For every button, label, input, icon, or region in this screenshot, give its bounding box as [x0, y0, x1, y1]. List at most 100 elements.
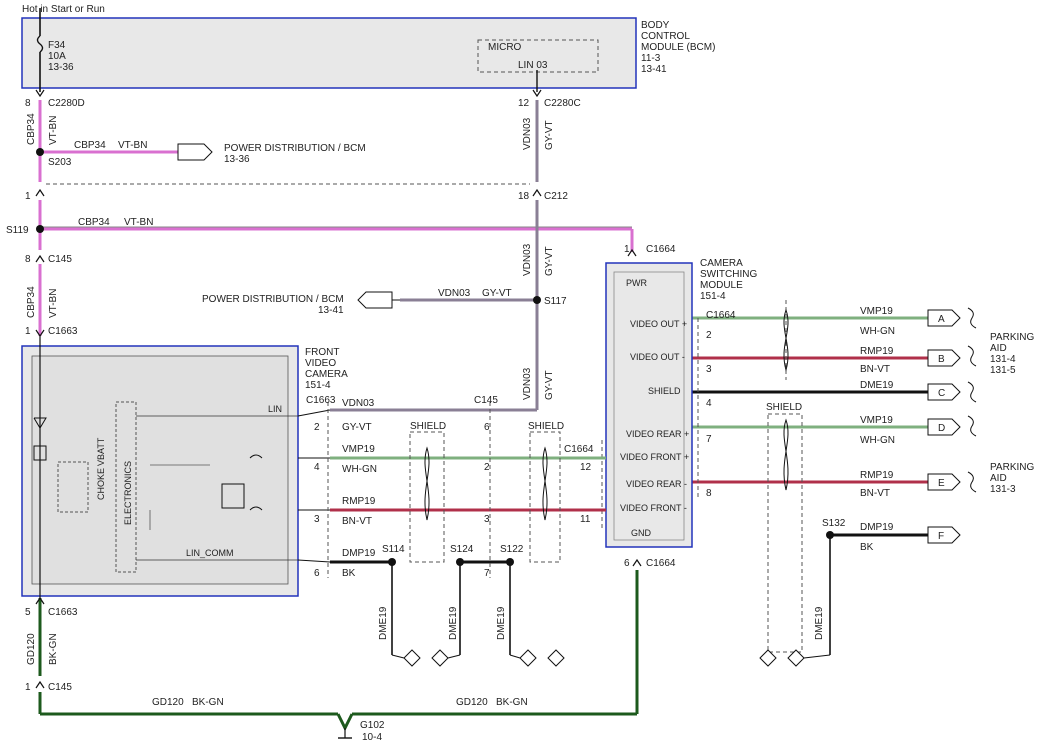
c212-label: C212	[544, 191, 568, 202]
c145-pin-vmp: 2	[484, 462, 490, 473]
camera-switching-module: PWR VIDEO OUT + VIDEO OUT - SHIELD VIDEO…	[588, 258, 757, 548]
camera-pin-lin: 2	[314, 422, 320, 433]
csm-pin-video-out-n: VIDEO OUT -	[630, 352, 685, 362]
parking-aid-1-line1: PARKING	[990, 332, 1034, 343]
csm-inner	[613, 271, 685, 541]
bcm-name-2: CONTROL	[641, 31, 690, 42]
output-b-label: B	[938, 354, 945, 365]
whgn-horiz-3: WH-GN	[860, 435, 895, 446]
bcm-box	[21, 17, 637, 89]
drain-end-6-icon	[787, 649, 805, 667]
s132-label: S132	[822, 518, 846, 529]
csm-pin-shield: SHIELD	[648, 386, 681, 396]
bcm-name-1: BODY	[641, 20, 670, 31]
output-a-label: A	[938, 314, 945, 325]
dme19-vert-4: DME19	[814, 606, 825, 640]
csm-name-3: MODULE	[700, 280, 743, 291]
dme19-vert-1: DME19	[378, 606, 389, 640]
power-distribution-flags: POWER DISTRIBUTION / BCM 13-36 POWER DIS…	[177, 143, 400, 316]
c2280c-pin: 12	[518, 98, 530, 109]
csm-pin-3: 3	[706, 364, 712, 375]
fuse-internal-icon	[33, 445, 47, 461]
vmp19-horiz-2: VMP19	[860, 306, 893, 317]
csm-name-4: 151-4	[700, 291, 726, 302]
csm-pin-11: 11	[580, 514, 591, 525]
drain-end-5-icon	[759, 649, 777, 667]
c145-top-pin: 8	[25, 254, 31, 265]
shield-label-2: SHIELD	[528, 421, 564, 432]
c212-mark-right	[532, 188, 542, 197]
output-a-icon	[927, 309, 961, 327]
bk-horiz-1: BK	[342, 568, 356, 579]
gyvt-horiz-1: GY-VT	[482, 288, 512, 299]
vtbn-horiz-1: VT-BN	[118, 140, 147, 151]
c145-bottom-mark	[35, 680, 45, 689]
camera-lin-label: LIN	[268, 404, 282, 414]
c1664-pwr-label: C1664	[646, 244, 676, 255]
c1663-top-pin: 1	[25, 326, 31, 337]
csm-pin-7: 7	[706, 434, 712, 445]
power-dist-1-flag-icon	[177, 143, 213, 161]
c145-top-label: C145	[48, 254, 72, 265]
c212-pin-left: 1	[25, 191, 31, 202]
c1663-top-label: C1663	[48, 326, 78, 337]
csm-pin-12: 12	[580, 462, 592, 473]
twist-icon-1	[424, 446, 430, 521]
c1664-gnd-pin: 6	[624, 558, 630, 569]
c1664-pwr-mark	[627, 248, 637, 257]
power-dist-1-ref: 13-36	[224, 154, 250, 165]
s117-dot	[533, 296, 541, 304]
wires	[38, 8, 928, 739]
drain-link-1	[391, 654, 405, 659]
lin-pin-line	[297, 409, 331, 417]
parking-aid-2-line2: AID	[990, 473, 1007, 484]
electronics-label: ELECTRONICS	[123, 461, 133, 525]
cbp34-horiz-1: CBP34	[74, 140, 106, 151]
g102-label: G102	[360, 720, 385, 731]
c1663-bottom-label: C1663	[48, 607, 78, 618]
break-icon-top	[967, 307, 977, 403]
drain-end-2-icon	[431, 649, 449, 667]
camera-name-3: CAMERA	[305, 369, 348, 380]
parking-aid-1-line3: 131-4	[990, 354, 1016, 365]
vdn03-horiz-1: VDN03	[438, 288, 471, 299]
csm-pin-4: 4	[706, 398, 712, 409]
power-dist-2-label: POWER DISTRIBUTION / BCM	[202, 294, 344, 305]
bnvt-horiz-3: BN-VT	[860, 488, 890, 499]
dme19-vert-3: DME19	[496, 606, 507, 640]
csm-pin-video-out-p: VIDEO OUT +	[630, 319, 687, 329]
csm-name-2: SWITCHING	[700, 269, 757, 280]
csm-pin-2: 2	[706, 330, 712, 341]
dme19-vert-2: DME19	[448, 606, 459, 640]
s203-label: S203	[48, 157, 72, 168]
c1664-mid-label: C1664	[564, 444, 594, 455]
csm-pin-8: 8	[706, 488, 712, 499]
csm-pin-video-front-n: VIDEO FRONT -	[620, 503, 687, 513]
bcm-module: MICRO LIN 03 F34 10A 13-36 BODY CONTROL …	[21, 17, 715, 89]
shield-box-3	[767, 413, 803, 653]
c212-pin-right: 18	[518, 191, 530, 202]
shield-label-3: SHIELD	[766, 402, 802, 413]
cbp34-horiz-2: CBP34	[78, 217, 110, 228]
fuse-ref: 13-36	[48, 62, 74, 73]
vtbn-horiz-2: VT-BN	[124, 217, 153, 228]
vdn03-vert-3: VDN03	[522, 367, 533, 400]
dme19-horiz: DME19	[860, 380, 894, 391]
vdn03-vert-2: VDN03	[522, 243, 533, 276]
lin03-label: LIN 03	[518, 60, 548, 71]
fuse-rating: 10A	[48, 51, 66, 62]
micro-label: MICRO	[488, 42, 522, 53]
camera-pin-dmp: 6	[314, 568, 320, 579]
c2280d-mark	[35, 89, 45, 98]
drain-end-1-icon	[403, 649, 421, 667]
c145-bottom-pin: 1	[25, 682, 31, 693]
connector-marks	[35, 89, 834, 689]
camera-inner	[31, 355, 289, 585]
c145-pin-dmp: 7	[484, 568, 490, 579]
csm-pin-video-front-p: VIDEO FRONT +	[620, 452, 689, 462]
power-dist-1-label: POWER DISTRIBUTION / BCM	[224, 143, 366, 154]
output-d-icon	[927, 418, 961, 436]
shield-box-1	[409, 431, 445, 563]
electronics-box	[115, 401, 137, 573]
